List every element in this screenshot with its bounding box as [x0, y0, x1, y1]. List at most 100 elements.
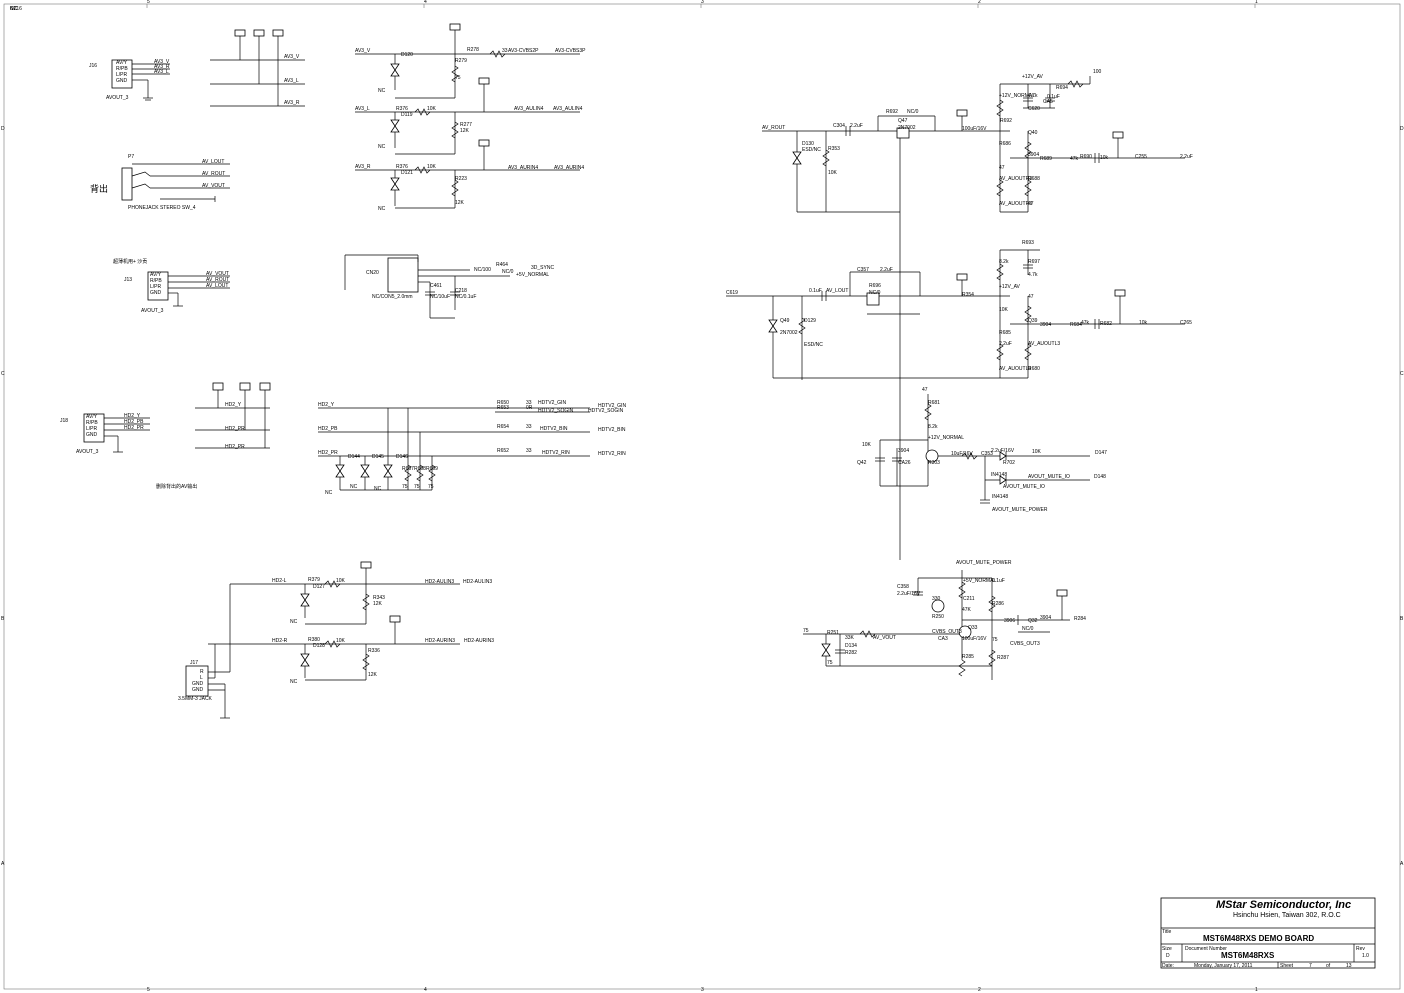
- schematic-label: AV/Y: [116, 60, 128, 66]
- schematic-label: GND: [86, 432, 98, 438]
- schematic-label: 12K: [373, 601, 383, 607]
- schematic-label: ESD/NC: [804, 342, 823, 348]
- schematic-label: HD2_PR: [318, 450, 338, 456]
- schematic-label: +5V_NORMAL: [516, 272, 549, 278]
- schematic-label: 75: [803, 628, 809, 634]
- schematic-label: AV_ROUT: [762, 125, 785, 131]
- date-value: Monday, January 17, 2011: [1194, 963, 1253, 969]
- schematic-label: 3D_SYNC: [531, 265, 554, 271]
- schematic-label: 47k: [1081, 320, 1090, 326]
- schematic-label: C211: [963, 596, 975, 602]
- schematic-label: 2.2uF: [1180, 154, 1193, 160]
- schematic-label: D134: [845, 643, 857, 649]
- schematic-label: AVOUT_3: [106, 95, 129, 101]
- schematic-label: C619: [726, 290, 738, 296]
- schematic-label: AV/Y: [150, 272, 162, 278]
- schematic-label: R/PB: [150, 278, 162, 284]
- schematic-label: L/PR: [86, 426, 98, 432]
- schematic-label: R680: [1028, 366, 1040, 372]
- schematic-label: D147: [1095, 450, 1107, 456]
- schematic-label: ESD/NC: [802, 147, 821, 153]
- schematic-label: AV/Y: [86, 414, 98, 420]
- schematic-label: CVBS_OUT3: [1010, 641, 1040, 647]
- schematic-label: L/PR: [116, 72, 128, 78]
- schematic-label: R250: [932, 614, 944, 620]
- schematic-label: CA5: [1043, 99, 1053, 105]
- schematic-label: IN4148: [992, 494, 1008, 500]
- schematic-label: NC/0.1uF: [455, 294, 476, 300]
- schematic-label: 33: [526, 424, 532, 430]
- test-point: [253, 29, 265, 37]
- schematic-label: 12K: [455, 200, 465, 206]
- schematic-label: HD2-AURIN3: [464, 638, 494, 644]
- schematic-label: R376: [396, 106, 408, 112]
- schematic-label: 75: [414, 484, 420, 490]
- sheet-number: 7: [1309, 963, 1312, 969]
- schematic-label: 75: [992, 637, 998, 643]
- schematic-label: HDTV2_GIN: [598, 403, 626, 409]
- schematic-label: D146: [396, 454, 408, 460]
- schematic-label: R697: [1028, 259, 1040, 265]
- docnum-value: MST6M48RXS: [1221, 951, 1275, 960]
- schematic-label: HDTV2_BIN: [598, 427, 626, 433]
- schematic-label: D128: [313, 643, 325, 649]
- schematic-label: C358: [897, 584, 909, 590]
- schematic-label: GND: [192, 681, 204, 687]
- title-block: [1160, 897, 1376, 969]
- title-label: Title: [1162, 929, 1171, 935]
- schematic-label: 删除背出的AV输出: [156, 483, 197, 490]
- schematic-label: R684: [1070, 322, 1082, 328]
- schematic-label: AV3_AULIN4: [514, 106, 544, 112]
- schematic-label: AVOUT_MUTE_POWER: [992, 507, 1048, 513]
- schematic-label: NC/100: [474, 267, 491, 273]
- schematic-label: R287: [997, 655, 1009, 661]
- schematic-label: 10K: [999, 307, 1009, 313]
- schematic-label: +12V_NORMAL: [999, 93, 1035, 99]
- schematic-label: R689: [1040, 156, 1052, 162]
- schematic-label: AVOUT_3: [76, 449, 99, 455]
- schematic-label: NC: [378, 144, 386, 150]
- schematic-label: Q32: [1028, 618, 1038, 624]
- schematic-label: 75: [827, 660, 833, 666]
- schematic-label: 10K: [862, 442, 872, 448]
- schematic-label: Q47: [898, 118, 908, 124]
- schematic-label: NC: [290, 619, 298, 625]
- schematic-label: HD2_Y: [318, 402, 335, 408]
- size-value: D: [1166, 953, 1170, 959]
- schematic-label: 10K: [336, 638, 346, 644]
- sheet-total: 13: [1346, 963, 1352, 969]
- connector-body: [147, 271, 169, 301]
- schematic-label: GND: [192, 687, 204, 693]
- schematic-label: R279: [455, 58, 467, 64]
- schematic-label: R303: [928, 460, 940, 466]
- connector-cn20: [344, 254, 510, 319]
- connector-j18: [83, 413, 150, 453]
- row-marker: C: [1, 371, 5, 377]
- schematic-label: R284: [1074, 616, 1086, 622]
- schematic-label: R379: [308, 577, 320, 583]
- schematic-label: AV3_V: [355, 48, 371, 54]
- audio-amp-right: [762, 76, 1185, 560]
- schematic-label: 超薄机用+ 沙贡: [113, 258, 147, 265]
- test-point: [272, 29, 284, 37]
- schematic-label: NC: [350, 484, 358, 490]
- schematic-label: AV_AUOUTR3: [999, 176, 1032, 182]
- schematic-label: R380: [308, 637, 320, 643]
- schematic-label: 100uF/16V: [962, 636, 987, 642]
- schematic-label: R/PB: [86, 420, 98, 426]
- schematic-label: CVBS_OUT3: [932, 629, 962, 635]
- schematic-label: 0.1uF: [1047, 94, 1060, 100]
- schematic-label: R: [200, 669, 204, 675]
- schematic-label: HD2-L: [272, 578, 287, 584]
- company-name: MStar Semiconductor, Inc: [1216, 899, 1351, 911]
- schematic-label: HD2-AURIN3: [425, 638, 455, 644]
- schematic-label: 0.1uF: [992, 578, 1005, 584]
- schematic-label: AV3_V: [284, 54, 300, 60]
- schematic-label: NC: [290, 679, 298, 685]
- schematic-label: NC/CON5_2.0mm: [372, 294, 413, 300]
- schematic-label: AV3_L: [284, 78, 299, 84]
- schematic-label: HDTV2_BIN: [540, 426, 568, 432]
- schematic-label: NC: [374, 486, 382, 492]
